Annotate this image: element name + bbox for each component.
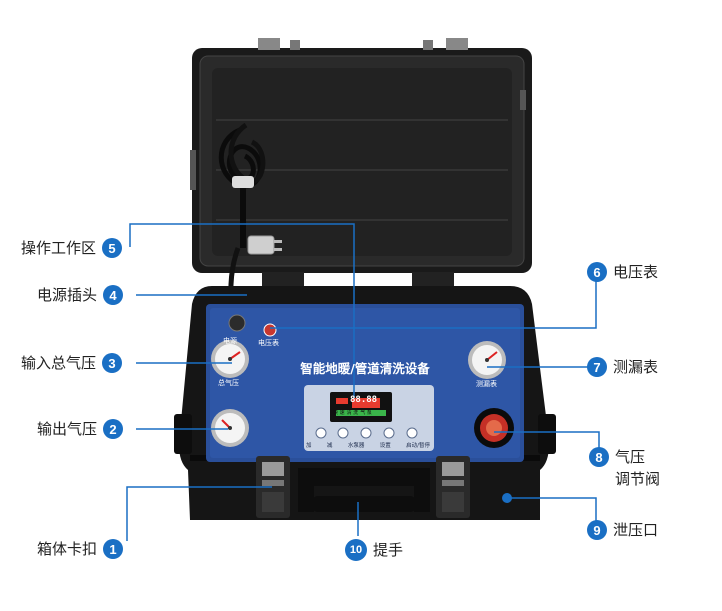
callout-4: 电源插头 4 bbox=[37, 285, 124, 305]
case-lid bbox=[190, 38, 532, 273]
callout-1: 箱体卡扣 1 bbox=[37, 539, 124, 559]
front-latch-right bbox=[436, 456, 470, 518]
leader-1 bbox=[126, 486, 272, 541]
callout-1-number: 1 bbox=[103, 539, 124, 559]
callout-5-number: 5 bbox=[102, 238, 123, 258]
callout-8: 8 气压 调节阀 bbox=[589, 446, 660, 490]
callout-3: 输入总气压 3 bbox=[21, 353, 123, 373]
leak-meter-label: 测漏表 bbox=[476, 380, 497, 388]
panel-title: 智能地暖/管道清洗设备 bbox=[300, 361, 430, 376]
button-label-start: 启动/暂停 bbox=[406, 443, 430, 449]
leak-test-gauge bbox=[468, 341, 506, 379]
callout-8-label-line2: 调节阀 bbox=[615, 470, 661, 488]
leader-lines bbox=[126, 223, 600, 541]
button-label-pump: 水泵器 bbox=[347, 443, 365, 449]
callout-2-number: 2 bbox=[103, 419, 124, 439]
power-label: 电源 bbox=[223, 337, 237, 345]
voltmeter-label: 电压表 bbox=[258, 339, 279, 347]
callout-5: 操作工作区 5 bbox=[21, 238, 123, 258]
callout-2-label: 输出气压 bbox=[37, 420, 98, 438]
control-panel bbox=[206, 304, 524, 462]
display-tag: 气 泵 bbox=[360, 410, 372, 416]
callout-10: 10 提手 bbox=[345, 539, 403, 561]
output-pressure-gauge bbox=[211, 409, 249, 447]
callout-5-label: 操作工作区 bbox=[21, 239, 97, 257]
callout-7-number: 7 bbox=[587, 357, 607, 377]
callout-10-number: 10 bbox=[345, 539, 367, 561]
callout-9-number: 9 bbox=[587, 520, 607, 540]
leader-9 bbox=[507, 497, 597, 521]
callout-2: 输出气压 2 bbox=[37, 419, 124, 439]
callout-8-label-line1: 气压 bbox=[615, 448, 646, 466]
callout-3-number: 3 bbox=[102, 353, 123, 373]
callout-1-label: 箱体卡扣 bbox=[37, 540, 98, 558]
callout-4-label: 电源插头 bbox=[37, 286, 98, 304]
button-labels: 加 减 水泵器 设置 启动/暂停 bbox=[306, 441, 430, 449]
carry-handle bbox=[298, 468, 430, 512]
display-tag: 快 速 bbox=[333, 410, 345, 416]
callout-10-label: 提手 bbox=[373, 541, 404, 559]
callout-7: 7 测漏表 bbox=[587, 357, 658, 377]
display-tags: 快 速 清 洗 气 泵 bbox=[333, 409, 372, 416]
callout-7-label: 测漏表 bbox=[613, 358, 659, 376]
button-label-subtract: 减 bbox=[326, 443, 333, 449]
callout-6: 6 电压表 bbox=[587, 262, 658, 282]
leader-6 bbox=[270, 264, 597, 329]
leader-5 bbox=[129, 223, 355, 398]
power-socket bbox=[228, 314, 246, 332]
callout-4-number: 4 bbox=[103, 285, 124, 305]
callout-9-label: 泄压口 bbox=[613, 521, 659, 539]
button-label-settings: 设置 bbox=[379, 443, 391, 449]
button-label-add: 加 bbox=[306, 443, 312, 449]
front-latch-left bbox=[256, 456, 290, 518]
total-pressure-gauge bbox=[211, 340, 249, 378]
leader-8 bbox=[494, 431, 600, 450]
callout-6-label: 电压表 bbox=[613, 263, 659, 281]
callout-8-number: 8 bbox=[589, 447, 609, 467]
total-pressure-label: 总气压 bbox=[218, 379, 239, 387]
voltmeter-indicator bbox=[263, 323, 277, 337]
callout-3-label: 输入总气压 bbox=[21, 354, 97, 372]
callout-6-number: 6 bbox=[587, 262, 607, 282]
pressure-regulator-valve bbox=[474, 408, 514, 448]
power-cord bbox=[218, 122, 282, 320]
display-tag: 清 洗 bbox=[346, 410, 359, 416]
display-readout: 88.88 bbox=[350, 395, 378, 405]
callout-9: 9 泄压口 bbox=[587, 520, 658, 540]
